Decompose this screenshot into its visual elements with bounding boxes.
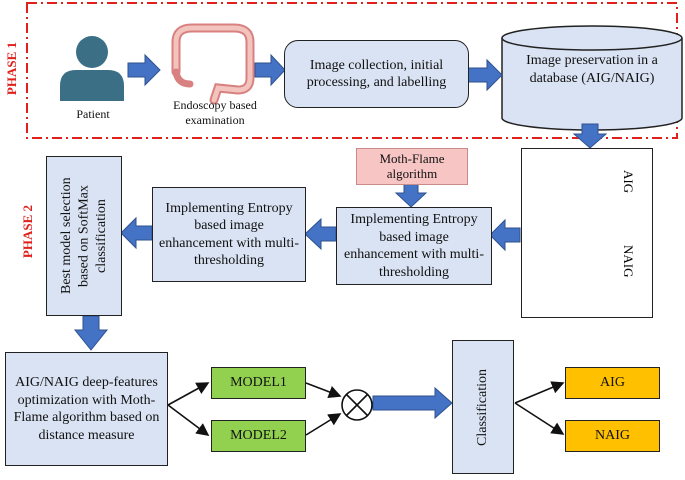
moth-flame-box: Moth-Flame algorithm — [356, 148, 468, 185]
arrow-class-to-naig — [514, 402, 565, 435]
arrow-model1-to-xor — [305, 382, 342, 398]
arrow-endoscopy-to-collection — [254, 53, 286, 87]
arrow-mothflame-to-entropy — [394, 183, 428, 208]
model1-text: MODEL1 — [230, 375, 287, 391]
moth-flame-text: Moth-Flame algorithm — [379, 150, 445, 181]
xor-circle-icon — [341, 389, 373, 421]
best-model-text: Best model selection based on SoftMax cl… — [58, 177, 109, 295]
arrow-deep-to-model2 — [167, 404, 210, 436]
output-aig-text: AIG — [600, 375, 625, 391]
model1-box: MODEL1 — [211, 367, 306, 399]
best-model-box: Best model selection based on SoftMax cl… — [46, 156, 122, 316]
endoscopy-label: Endoscopy based examination — [173, 98, 257, 127]
arrow-entropy-to-best-model — [120, 216, 153, 250]
image-collection-text: Image collection, initial processing, an… — [306, 57, 447, 91]
arrow-best-model-to-deep-features — [73, 315, 109, 351]
output-naig-text: NAIG — [595, 428, 630, 444]
arrow-collection-to-database — [467, 58, 503, 92]
arrow-patient-to-endoscopy — [127, 53, 161, 87]
entropy-right-box: Implementing Entropy based image enhance… — [336, 207, 492, 285]
aig-sample-label: AIG — [621, 170, 636, 194]
patient-label: Patient — [76, 107, 110, 121]
entropy-left-text: Implementing Entropy based image enhance… — [159, 200, 299, 269]
phase1-frame — [26, 2, 678, 139]
colon-icon — [171, 23, 255, 105]
model2-box: MODEL2 — [211, 420, 306, 452]
phase2-label: PHASE 2 — [20, 205, 35, 259]
database-cylinder — [501, 25, 683, 131]
phase1-label: PHASE 1 — [4, 42, 19, 96]
arrow-database-to-samples — [572, 123, 608, 149]
classification-box: Classification — [452, 340, 514, 474]
image-collection-box: Image collection, initial processing, an… — [284, 40, 469, 108]
deep-features-text: AIG/NAIG deep-features optimization with… — [13, 375, 160, 443]
arrow-samples-to-entropy — [489, 218, 521, 252]
output-naig-box: NAIG — [565, 420, 660, 452]
arrow-model2-to-xor — [305, 413, 342, 436]
arrow-entropy-to-entropy — [304, 217, 337, 251]
arrow-xor-to-classification — [372, 386, 453, 420]
entropy-left-box: Implementing Entropy based image enhance… — [152, 187, 306, 282]
entropy-right-text: Implementing Entropy based image enhance… — [344, 212, 484, 280]
arrow-class-to-aig — [514, 381, 565, 404]
arrow-deep-to-model1 — [167, 382, 210, 406]
output-aig-box: AIG — [565, 367, 660, 399]
model2-text: MODEL2 — [230, 428, 287, 444]
classification-text: Classification — [475, 368, 491, 446]
deep-features-box: AIG/NAIG deep-features optimization with… — [5, 352, 168, 466]
patient-icon — [60, 36, 124, 101]
samples-panel — [521, 148, 653, 318]
database-text: Image preservation in a database (AIG/NA… — [526, 53, 658, 86]
naig-sample-label: NAIG — [621, 245, 636, 278]
